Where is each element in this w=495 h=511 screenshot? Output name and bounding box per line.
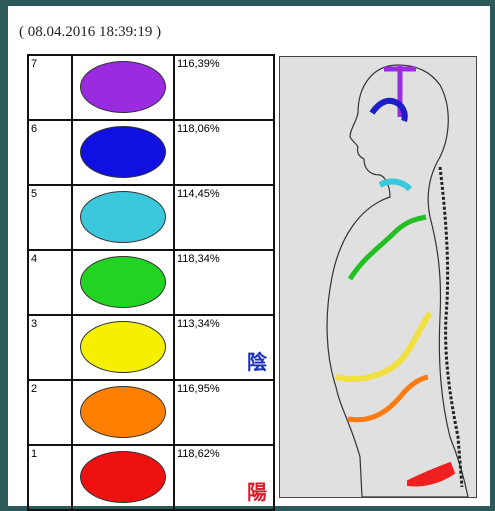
chakra-level: 3 — [28, 315, 72, 380]
chakra-value-cell: 118,62% 陽 — [174, 445, 274, 510]
chakra-color-cell — [72, 185, 174, 250]
chakra-color-cell — [72, 380, 174, 445]
chakra-value-cell: 116,39% — [174, 55, 274, 120]
chakra-level: 2 — [28, 380, 72, 445]
chakra-table: 7 116,39% 6 118,06% 5 114,45% 4 118,34% 3 113,34%… — [27, 54, 275, 511]
chakra-row: 7 116,39% — [28, 55, 274, 120]
chakra-color-ellipse — [80, 256, 166, 308]
chakra-color-ellipse — [80, 126, 166, 178]
chakra-row: 1 118,62% 陽 — [28, 445, 274, 510]
measurement-timestamp: ( 08.04.2016 18:39:19 ) — [19, 24, 161, 41]
chakra-percent: 118,62% — [177, 448, 220, 460]
chakra-color-ellipse — [80, 386, 166, 438]
chakra-color-cell — [72, 445, 174, 510]
chakra-level: 7 — [28, 55, 72, 120]
chakra-value-cell: 113,34% 陰 — [174, 315, 274, 380]
chakra-value-cell: 114,45% — [174, 185, 274, 250]
chakra-color-cell — [72, 120, 174, 185]
chakra-percent: 113,34% — [177, 318, 220, 330]
chakra-value-cell: 118,06% — [174, 120, 274, 185]
human-body-chakra-channels-icon — [280, 57, 476, 497]
chakra-percent: 118,06% — [177, 123, 220, 135]
chakra-color-ellipse — [80, 321, 166, 373]
chakra-row: 2 116,95% — [28, 380, 274, 445]
chakra-percent: 118,34% — [177, 253, 220, 265]
chakra-glyph: 陽 — [247, 476, 267, 505]
chakra-level: 5 — [28, 185, 72, 250]
chakra-level: 1 — [28, 445, 72, 510]
chakra-color-cell — [72, 250, 174, 315]
chakra-row: 5 114,45% — [28, 185, 274, 250]
chakra-color-ellipse — [80, 191, 166, 243]
chakra-color-ellipse — [80, 61, 166, 113]
chakra-color-ellipse — [80, 451, 166, 503]
chakra-percent: 116,39% — [177, 58, 220, 70]
chakra-row: 6 118,06% — [28, 120, 274, 185]
chakra-color-cell — [72, 55, 174, 120]
chakra-glyph: 陰 — [247, 346, 267, 375]
chakra-row: 4 118,34% — [28, 250, 274, 315]
chakra-color-cell — [72, 315, 174, 380]
body-diagram — [279, 56, 477, 498]
chakra-report-window: ( 08.04.2016 18:39:19 ) 7 116,39% 6 118,06%… — [8, 6, 490, 506]
chakra-row: 3 113,34% 陰 — [28, 315, 274, 380]
chakra-value-cell: 116,95% — [174, 380, 274, 445]
chakra-percent: 116,95% — [177, 383, 220, 395]
chakra-level: 6 — [28, 120, 72, 185]
chakra-value-cell: 118,34% — [174, 250, 274, 315]
chakra-level: 4 — [28, 250, 72, 315]
chakra-percent: 114,45% — [177, 188, 220, 200]
